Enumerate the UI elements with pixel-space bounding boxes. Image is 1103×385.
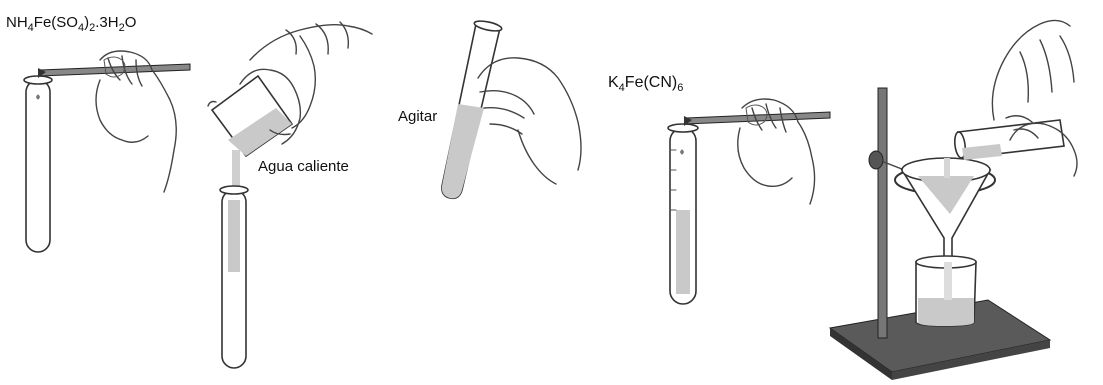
step5-stand-rod — [878, 88, 887, 338]
shake-label: Agitar — [398, 108, 437, 125]
formula-text: O — [125, 14, 137, 31]
formula-text: .3H — [95, 14, 118, 31]
water-label: Agua caliente — [258, 158, 349, 175]
step2-water-stream — [232, 150, 240, 190]
formula-text: Fe(SO — [34, 14, 78, 31]
step4-spatula — [684, 112, 830, 126]
reagent1-formula: NH4Fe(SO4)2.3H2O — [6, 14, 136, 31]
step2-beaker — [208, 76, 292, 156]
reagent2-formula: K4Fe(CN)6 — [608, 74, 683, 91]
step5-beaker — [916, 256, 976, 326]
formula-subscript: 6 — [677, 82, 683, 94]
step1-test-tube — [24, 76, 52, 252]
formula-text: NH — [6, 14, 28, 31]
formula-text: Fe(CN) — [625, 74, 677, 91]
reagent1-label: NH4Fe(SO4)2.3H2O — [6, 14, 136, 34]
reagent2-label: K4Fe(CN)6 — [608, 74, 683, 94]
step2-test-tube — [220, 186, 248, 368]
step3-hand — [478, 58, 581, 184]
formula-text: K — [608, 74, 619, 91]
step3-test-tube — [442, 19, 503, 198]
step4-test-tube — [668, 124, 698, 304]
